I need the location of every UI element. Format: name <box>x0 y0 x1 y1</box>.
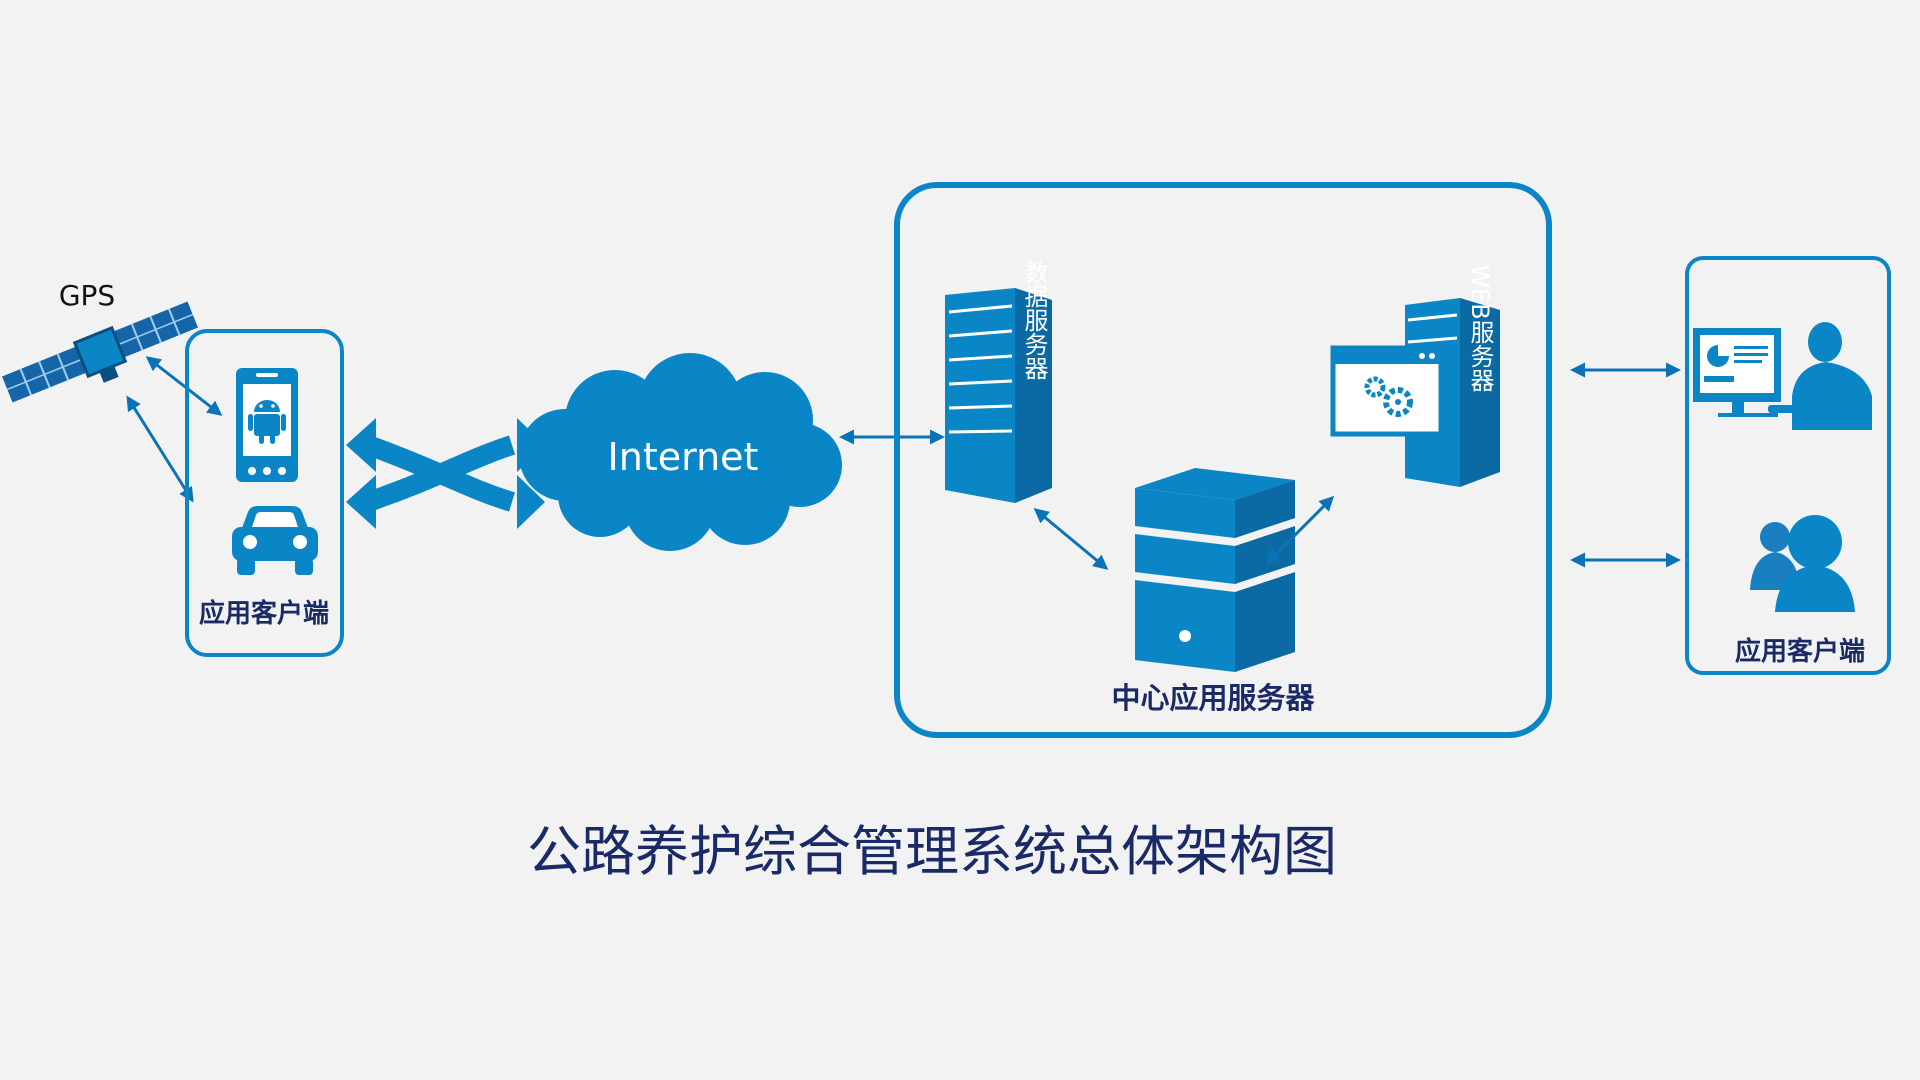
right-client-label: 应用客户端 <box>1735 636 1865 667</box>
web-center-link <box>1265 495 1335 565</box>
server-cluster-box <box>894 182 1552 738</box>
gps-phone-link <box>145 356 223 416</box>
data-server-label: 数据服务器 <box>1020 260 1048 380</box>
data-center-link <box>1033 508 1109 570</box>
server-tower-icon <box>945 288 1052 503</box>
satellite-icon <box>2 301 198 403</box>
desktop-user-icon <box>1693 322 1872 430</box>
right-client-box <box>1685 256 1891 675</box>
web-server-icon <box>1330 298 1500 487</box>
internet-label: Internet <box>608 435 759 479</box>
user-group-icon <box>1750 515 1855 612</box>
car-icon <box>232 506 318 575</box>
left-client-box <box>185 329 344 657</box>
cloud-icon <box>519 353 842 551</box>
center-server-label: 中心应用服务器 <box>1111 681 1315 715</box>
diagram-title: 公路养护综合管理系统总体架构图 <box>527 820 1337 883</box>
gps-car-link <box>126 395 194 503</box>
crossed-arrows-icon <box>364 435 516 512</box>
android-phone-icon <box>236 368 298 482</box>
gps-label: GPS <box>59 279 115 312</box>
database-server-icon <box>1135 468 1295 672</box>
web-server-label: WEB服务器 <box>1466 264 1494 391</box>
left-client-label: 应用客户端 <box>199 598 329 629</box>
